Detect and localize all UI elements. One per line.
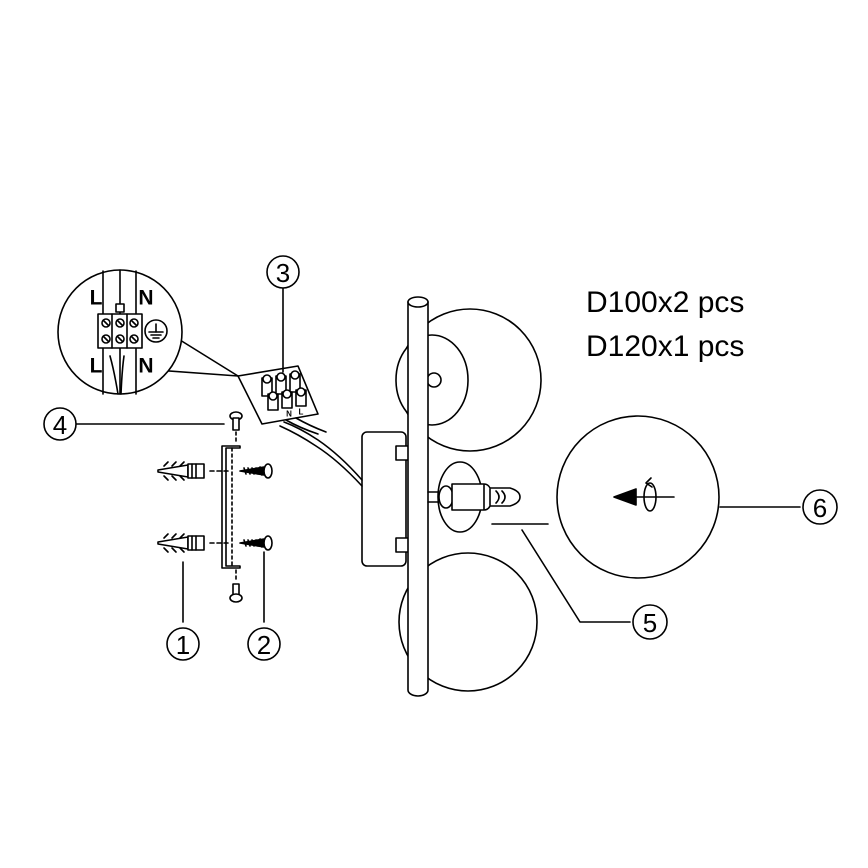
callout-1: 1 xyxy=(176,630,190,660)
callout-3-circle xyxy=(266,255,300,289)
leader-5 xyxy=(491,523,631,623)
terminal-label-l-bottom: L xyxy=(90,355,103,378)
callout-1-circle xyxy=(166,627,200,661)
terminal-label-l-top: L xyxy=(90,287,103,310)
mounting-bracket xyxy=(221,445,241,569)
earth-ground-icon xyxy=(144,319,168,343)
block-label-l: L xyxy=(299,408,304,417)
callout-4-circle xyxy=(43,407,77,441)
callout-6-circle xyxy=(802,489,838,525)
g9-bulb xyxy=(451,483,521,511)
bulb-socket-neck xyxy=(438,485,454,509)
bracket-screw-bottom xyxy=(229,569,243,603)
direction-arrow-icon xyxy=(613,488,675,506)
globe-top-bulb xyxy=(426,372,442,388)
callout-4: 4 xyxy=(53,410,67,440)
lamp-rod xyxy=(407,301,429,697)
terminal-label-n-top: N xyxy=(138,287,153,310)
callout-3: 3 xyxy=(276,258,290,288)
screw-bottom xyxy=(239,535,273,551)
screw-top xyxy=(239,463,273,479)
terminal-label-n-bottom: N xyxy=(138,355,153,378)
power-cable xyxy=(283,421,363,481)
wall-plug-bottom xyxy=(157,533,231,553)
detail-terminal-block xyxy=(97,303,143,349)
callout-2-circle xyxy=(247,627,281,661)
terminal-block xyxy=(261,370,307,411)
callout-5-circle xyxy=(632,604,668,640)
callout-6: 6 xyxy=(813,493,827,523)
wall-plate xyxy=(361,431,407,567)
bracket-screw-top xyxy=(229,411,243,445)
callout-5: 5 xyxy=(643,608,657,638)
callout-2: 2 xyxy=(257,630,271,660)
block-label-n: N xyxy=(286,410,292,419)
lamp-rod-cap xyxy=(407,296,429,308)
spec-line-d120: D120x1 pcs xyxy=(586,330,745,363)
wall-plug-top xyxy=(157,461,231,481)
globe-bottom xyxy=(398,552,538,692)
spec-line-d100: D100x2 pcs xyxy=(586,286,745,319)
